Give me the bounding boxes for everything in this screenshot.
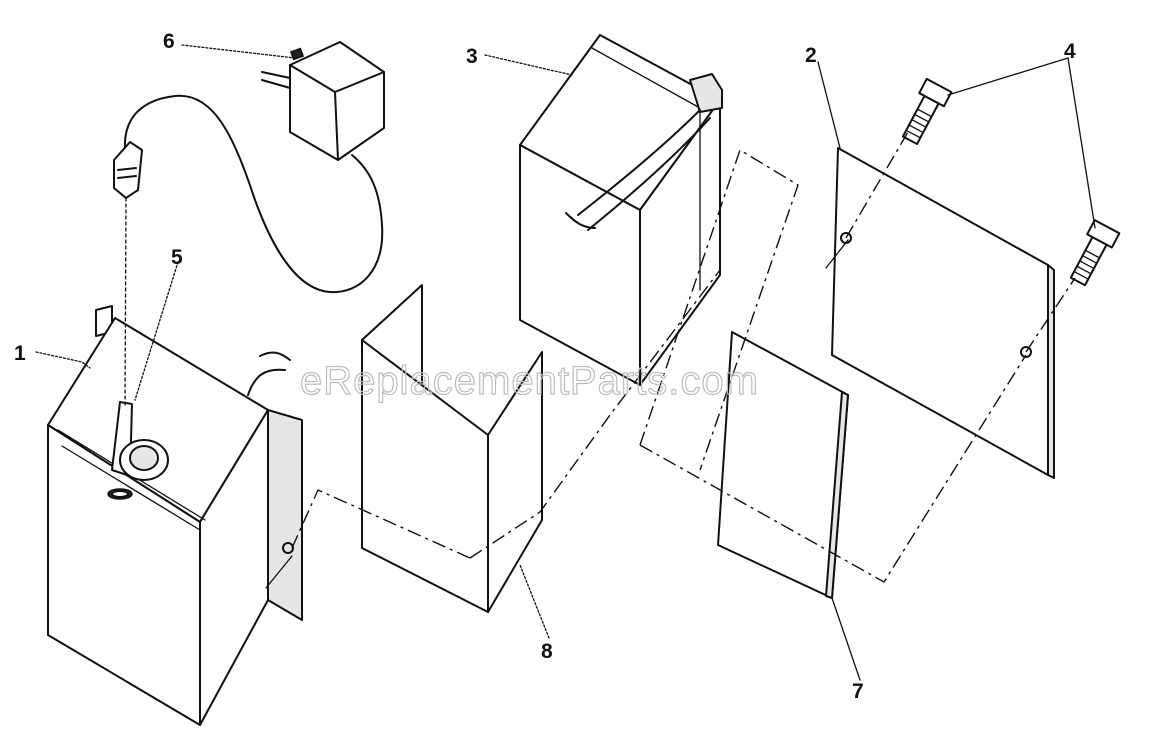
ac-adapter-part-6 <box>113 41 385 294</box>
callout-8: 8 <box>541 640 553 663</box>
callout-1: 1 <box>14 342 26 365</box>
bolts-part-4 <box>901 77 1121 287</box>
callout-3: 3 <box>466 45 478 68</box>
leader-lines <box>35 44 1096 681</box>
callout-2: 2 <box>805 44 817 67</box>
callout-6: 6 <box>163 30 175 53</box>
channel-bracket-part-8 <box>361 284 543 613</box>
cover-plate-part-2 <box>825 147 1055 479</box>
callout-7: 7 <box>852 680 864 703</box>
callout-5: 5 <box>171 246 183 269</box>
main-housing-part-1 <box>47 197 303 726</box>
battery-part-3 <box>519 34 723 386</box>
callout-4: 4 <box>1064 40 1076 63</box>
watermark-text: eReplacementParts.com <box>300 359 759 403</box>
alignment-lines <box>291 131 1076 583</box>
foam-pad-part-7 <box>717 331 849 599</box>
